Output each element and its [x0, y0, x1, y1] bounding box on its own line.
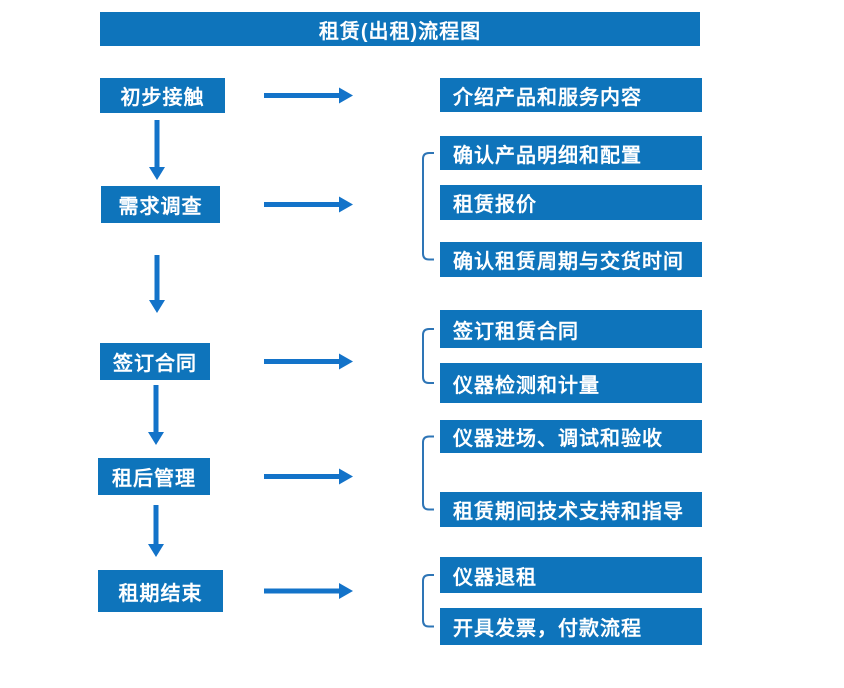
detail-box-5-2: 开具发票，付款流程: [440, 608, 702, 645]
flow-arrowhead: [339, 196, 353, 213]
flow-arrowhead: [339, 583, 353, 599]
detail-box-1-1: 介绍产品和服务内容: [440, 78, 702, 112]
step-box-4: 租后管理: [98, 458, 210, 495]
detail-box-2-3: 确认租赁周期与交货时间: [440, 242, 702, 277]
step-box-1: 初步接触: [100, 78, 225, 113]
detail-box-5-1: 仪器退租: [440, 557, 702, 593]
detail-box-2-2: 租赁报价: [440, 185, 702, 220]
flow-arrowhead: [339, 87, 353, 104]
group-bracket: [422, 152, 434, 261]
flow-arrowhead: [149, 167, 165, 180]
group-bracket: [422, 435, 434, 511]
diagram-title: 租赁(出租)流程图: [100, 12, 700, 46]
detail-box-3-1: 签订租赁合同: [440, 310, 702, 348]
flow-arrowhead: [148, 544, 164, 557]
group-bracket: [422, 574, 434, 628]
flow-arrowhead: [339, 468, 353, 485]
detail-box-3-2: 仪器检测和计量: [440, 363, 702, 403]
group-bracket: [422, 328, 434, 384]
detail-box-2-1: 确认产品明细和配置: [440, 136, 702, 170]
step-box-2: 需求调查: [101, 186, 220, 223]
flow-arrowhead: [148, 432, 164, 445]
flow-arrowhead: [339, 353, 353, 370]
detail-box-4-1: 仪器进场、调试和验收: [440, 420, 702, 453]
detail-box-4-2: 租赁期间技术支持和指导: [440, 492, 702, 527]
step-box-5: 租期结束: [98, 570, 223, 612]
flow-arrowhead: [149, 300, 165, 313]
step-box-3: 签订合同: [100, 343, 210, 380]
